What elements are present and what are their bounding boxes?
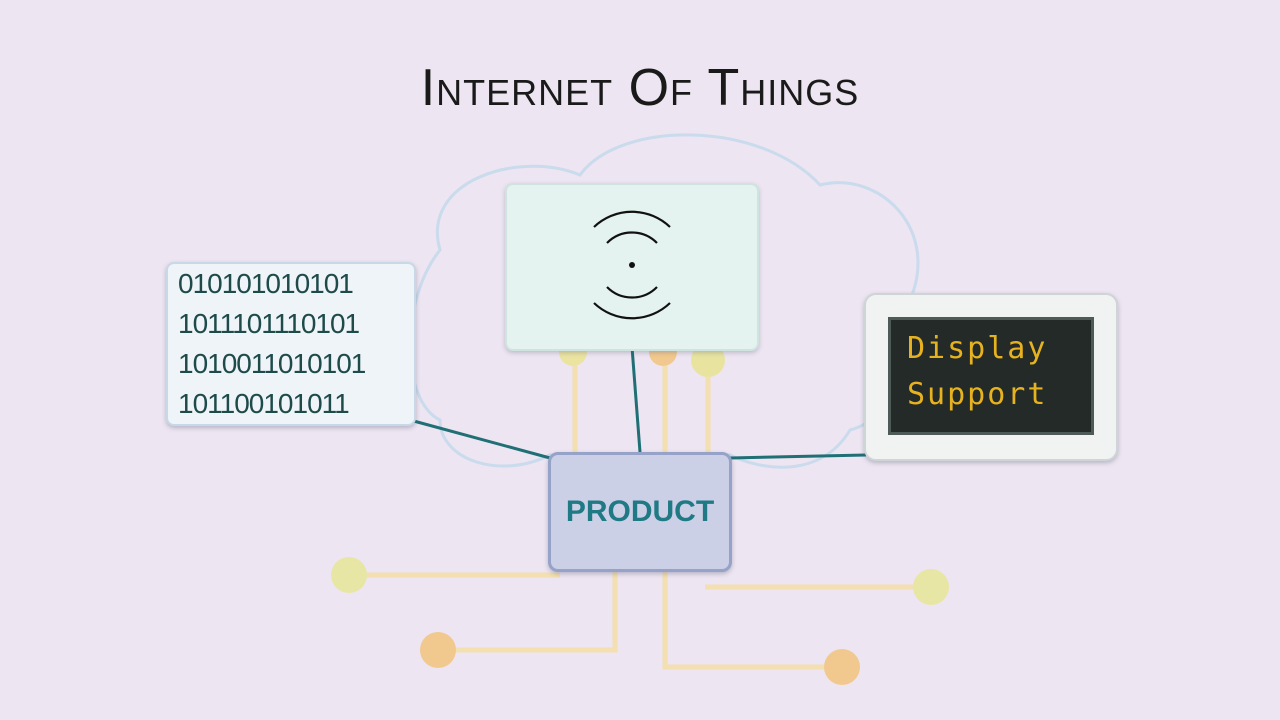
connection-lines — [409, 346, 867, 460]
display-screen: Display Support — [888, 317, 1094, 435]
product-box: PRODUCT — [548, 452, 732, 572]
binary-row: 1011101110101 — [178, 308, 360, 339]
binary-row: 1010011010101 — [178, 348, 366, 379]
page-title: Internet Of Things — [420, 59, 860, 117]
display-line: Support — [907, 377, 1048, 412]
binary-row: 101100101011 — [178, 388, 350, 419]
display-device: Display Support — [864, 293, 1118, 461]
binary-row: 010101010101 — [178, 268, 354, 299]
binary-data-card: 010101010101 1011101110101 1010011010101… — [166, 262, 416, 426]
wireless-signal-icon — [593, 210, 671, 320]
product-label: PRODUCT — [565, 495, 715, 528]
wireless-card — [505, 183, 759, 351]
display-line: Display — [907, 331, 1048, 366]
